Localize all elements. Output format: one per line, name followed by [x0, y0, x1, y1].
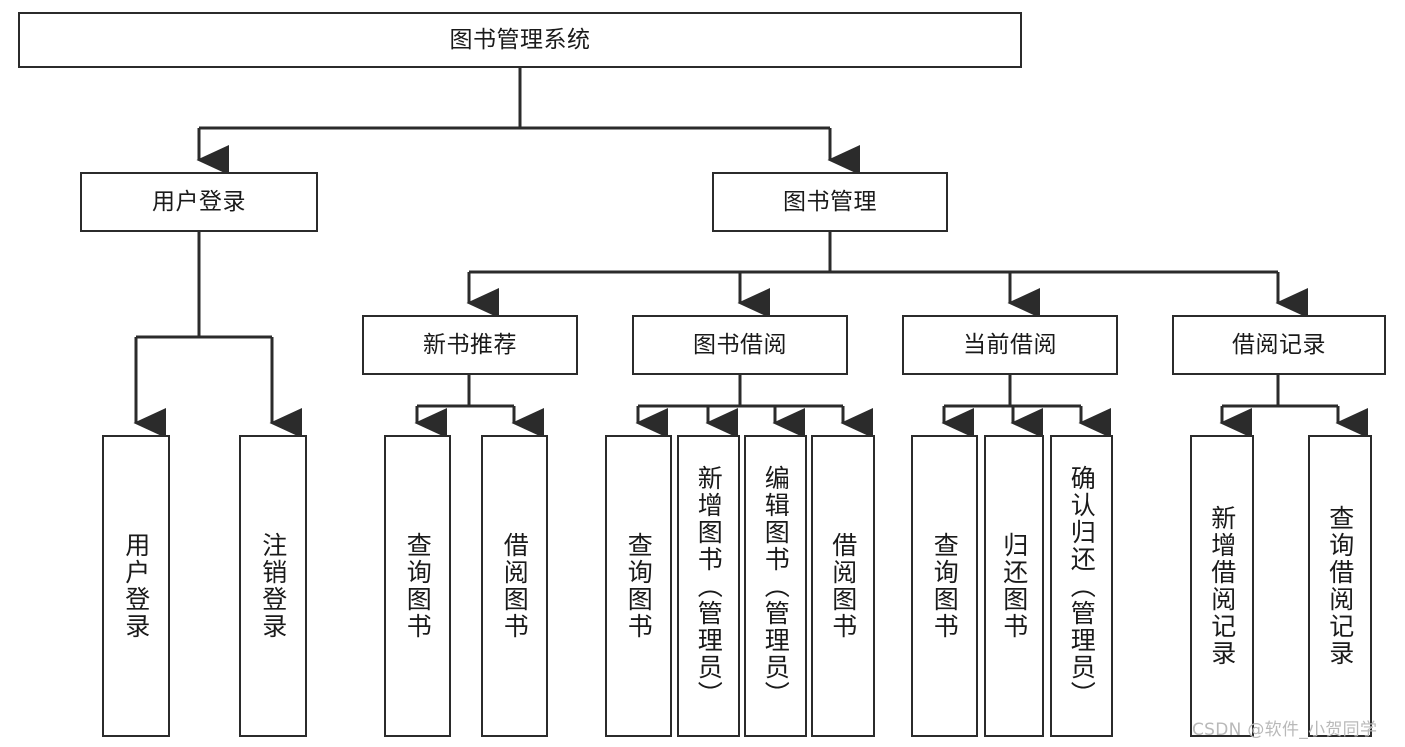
node-label: 编辑图书（管理员）: [761, 464, 791, 708]
leaf-add-book-admin[interactable]: 新增图书（管理员）: [677, 435, 740, 737]
node-label: 查询图书: [624, 532, 654, 640]
leaf-edit-book-admin[interactable]: 编辑图书（管理员）: [744, 435, 807, 737]
node-book-management[interactable]: 图书管理: [712, 172, 948, 232]
leaf-query-books-current[interactable]: 查询图书: [911, 435, 978, 737]
node-label: 用户登录: [121, 532, 151, 640]
leaf-query-books-borrow[interactable]: 查询图书: [605, 435, 672, 737]
node-label: 查询图书: [403, 532, 433, 640]
leaf-confirm-return-admin[interactable]: 确认归还（管理员）: [1050, 435, 1113, 737]
node-label: 借阅图书: [500, 532, 530, 640]
node-label: 查询图书: [930, 532, 960, 640]
node-book-borrowing[interactable]: 图书借阅: [632, 315, 848, 375]
node-label: 新增借阅记录: [1207, 505, 1237, 667]
leaf-return-books[interactable]: 归还图书: [984, 435, 1044, 737]
leaf-borrow-books[interactable]: 借阅图书: [811, 435, 875, 737]
node-borrowing-record[interactable]: 借阅记录: [1172, 315, 1386, 375]
leaf-add-borrow-record[interactable]: 新增借阅记录: [1190, 435, 1254, 737]
node-new-book-recommendation[interactable]: 新书推荐: [362, 315, 578, 375]
node-label: 借阅图书: [828, 532, 858, 640]
leaf-logout[interactable]: 注销登录: [239, 435, 307, 737]
node-user-login[interactable]: 用户登录: [80, 172, 318, 232]
node-label: 新增图书（管理员）: [694, 464, 724, 708]
node-label: 借阅记录: [1232, 331, 1326, 358]
node-label: 确认归还（管理员）: [1067, 464, 1097, 708]
leaf-borrow-books-recommend[interactable]: 借阅图书: [481, 435, 548, 737]
node-label: 查询借阅记录: [1325, 505, 1355, 667]
node-root-book-management-system[interactable]: 图书管理系统: [18, 12, 1022, 68]
node-label: 图书管理系统: [449, 26, 591, 53]
node-label: 当前借阅: [963, 331, 1057, 358]
node-label: 图书借阅: [693, 331, 787, 358]
leaf-user-login[interactable]: 用户登录: [102, 435, 170, 737]
node-label: 新书推荐: [423, 331, 517, 358]
node-label: 用户登录: [152, 188, 246, 215]
leaf-query-books-recommend[interactable]: 查询图书: [384, 435, 451, 737]
node-label: 归还图书: [999, 532, 1029, 640]
node-label: 注销登录: [258, 532, 288, 640]
csdn-watermark: CSDN @软件_小贺同学: [1192, 720, 1378, 740]
node-current-borrowing[interactable]: 当前借阅: [902, 315, 1118, 375]
node-label: 图书管理: [783, 188, 877, 215]
leaf-query-borrow-record[interactable]: 查询借阅记录: [1308, 435, 1372, 737]
